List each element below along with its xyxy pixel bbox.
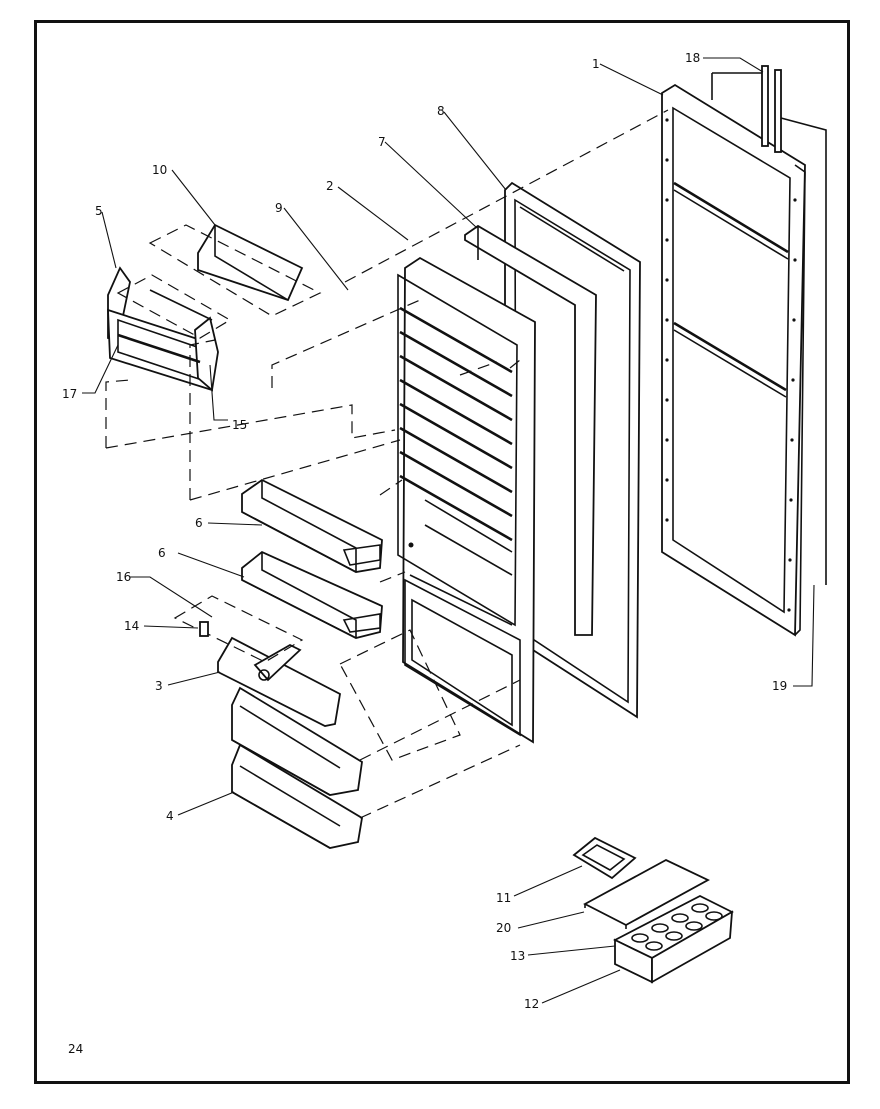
diagram-border xyxy=(34,20,850,1084)
tray-cube-cells xyxy=(631,903,723,951)
part-ice-bin xyxy=(614,910,734,984)
assembly-alignment-lines xyxy=(105,109,669,819)
callout-4: 4 xyxy=(166,809,174,823)
callout-leaders xyxy=(82,57,815,1004)
part-door-shelf-lower xyxy=(241,550,383,639)
callout-15: 15 xyxy=(232,418,247,432)
part-breaker-strip xyxy=(464,224,597,636)
callout-labels: 1 2 3 4 5 6 6 7 8 9 10 11 12 13 14 15 16… xyxy=(62,51,787,1011)
part-inner-door-liner xyxy=(397,256,536,744)
callout-7: 7 xyxy=(378,135,386,149)
callout-5: 5 xyxy=(95,204,103,218)
callout-6-upper: 6 xyxy=(195,516,203,530)
callout-13: 13 xyxy=(510,949,525,963)
callout-10: 10 xyxy=(152,163,167,177)
callout-14: 14 xyxy=(124,619,139,633)
callout-11: 11 xyxy=(496,891,511,905)
part-ice-bucket-assembly xyxy=(107,266,232,392)
callout-2: 2 xyxy=(326,179,334,193)
callout-1: 1 xyxy=(592,57,600,71)
part-outer-door-panel xyxy=(661,83,806,637)
page-number: 24 xyxy=(68,1042,84,1056)
callout-9: 9 xyxy=(275,201,283,215)
part-door-bin-lower xyxy=(231,743,363,849)
callout-3: 3 xyxy=(155,679,163,693)
callout-12: 12 xyxy=(524,997,539,1011)
callout-20: 20 xyxy=(496,921,511,935)
part-ice-bin-cover xyxy=(148,223,322,317)
part-tray-cover xyxy=(583,858,710,929)
part-door-shelf-upper xyxy=(241,478,383,573)
callout-8: 8 xyxy=(437,104,445,118)
part-hinge-pin xyxy=(199,621,209,637)
callout-16: 16 xyxy=(116,570,131,584)
callout-18: 18 xyxy=(685,51,700,65)
callout-19: 19 xyxy=(772,679,787,693)
liner-shelf-ribs xyxy=(399,306,513,626)
callout-17: 17 xyxy=(62,387,77,401)
part-tubes xyxy=(711,65,827,585)
part-small-tray xyxy=(572,836,637,880)
door-screw-holes xyxy=(665,118,797,612)
callout-6-lower: 6 xyxy=(158,546,166,560)
